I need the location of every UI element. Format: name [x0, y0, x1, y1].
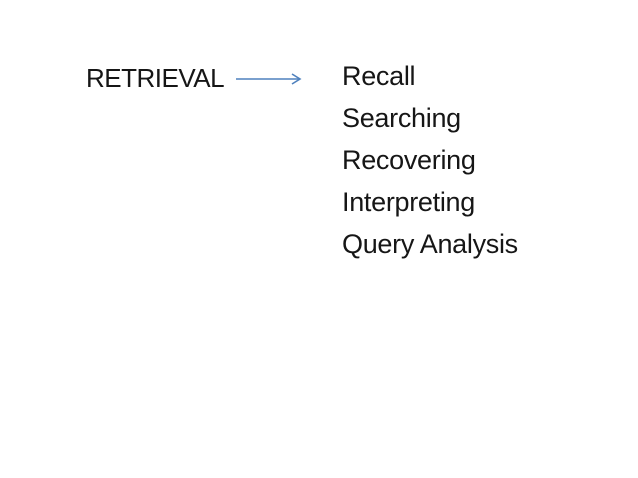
right-arrow-icon — [236, 73, 302, 85]
list-item: Recall — [342, 60, 416, 91]
term-row: RETRIEVAL — [86, 57, 306, 99]
list-item: Interpreting — [342, 186, 475, 217]
list-item: Recovering — [342, 144, 476, 175]
list-item: Searching — [342, 102, 461, 133]
term-label: RETRIEVAL — [86, 62, 225, 93]
list-item: Query Analysis — [342, 228, 518, 259]
